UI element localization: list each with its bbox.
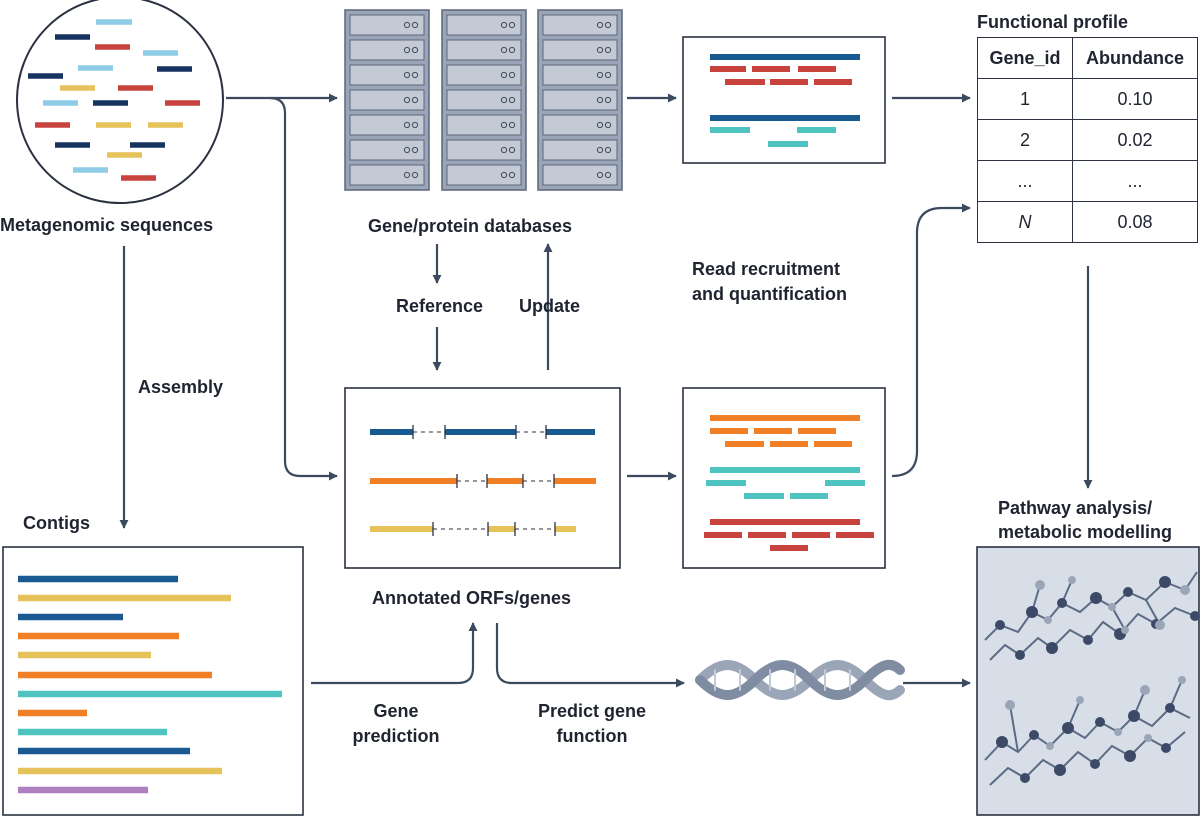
mapped-reads-box [682,387,886,569]
sequence-pool-circle [16,0,224,204]
label-function: function [556,726,628,746]
contigs-box [2,546,304,816]
label-metagenomic-sequences: Metagenomic sequences [0,215,214,235]
cell-gene-id: 2 [977,119,1073,161]
label-update: Update [519,296,581,316]
label-functional-profile: Functional profile [977,12,1128,32]
table-row: ... ... [977,160,1198,202]
cell-abundance: 0.08 [1072,201,1198,243]
label-annotated-orfs: Annotated ORFs/genes [372,588,572,608]
label-predict-gene: Predict gene [537,701,647,721]
table-header-row: Gene_id Abundance [977,37,1198,79]
table-row: 1 0.10 [977,78,1198,120]
label-gene: Gene [373,701,419,721]
reads-box-top [682,36,886,164]
network-icon [976,546,1200,816]
cell-abundance: ... [1072,160,1198,202]
functional-profile-table: Gene_id Abundance 1 0.10 2 0.02 ... ... … [977,37,1198,243]
label-pathway-analysis: Pathway analysis/ [998,498,1153,518]
header-gene-id: Gene_id [977,37,1073,79]
cell-abundance: 0.02 [1072,119,1198,161]
label-read-recruitment: Read recruitment [692,259,841,279]
flow-arrows [119,93,1093,688]
annotated-orfs-box [344,387,621,569]
server-rack-icon [344,9,623,191]
cell-abundance: 0.10 [1072,78,1198,120]
table-row: N 0.08 [977,201,1198,243]
label-quantification: and quantification [692,284,847,304]
label-contigs: Contigs [23,513,90,533]
label-gene-protein-databases: Gene/protein databases [368,216,573,236]
cell-gene-id: 1 [977,78,1073,120]
table-row: 2 0.02 [977,119,1198,161]
label-assembly: Assembly [138,377,224,397]
dna-helix-icon [695,659,905,701]
label-prediction: prediction [352,726,440,746]
cell-gene-id: N [977,201,1073,243]
label-reference: Reference [396,296,484,316]
label-metabolic-modelling: metabolic modelling [998,522,1173,542]
header-abundance: Abundance [1072,37,1198,79]
cell-gene-id: ... [977,160,1073,202]
